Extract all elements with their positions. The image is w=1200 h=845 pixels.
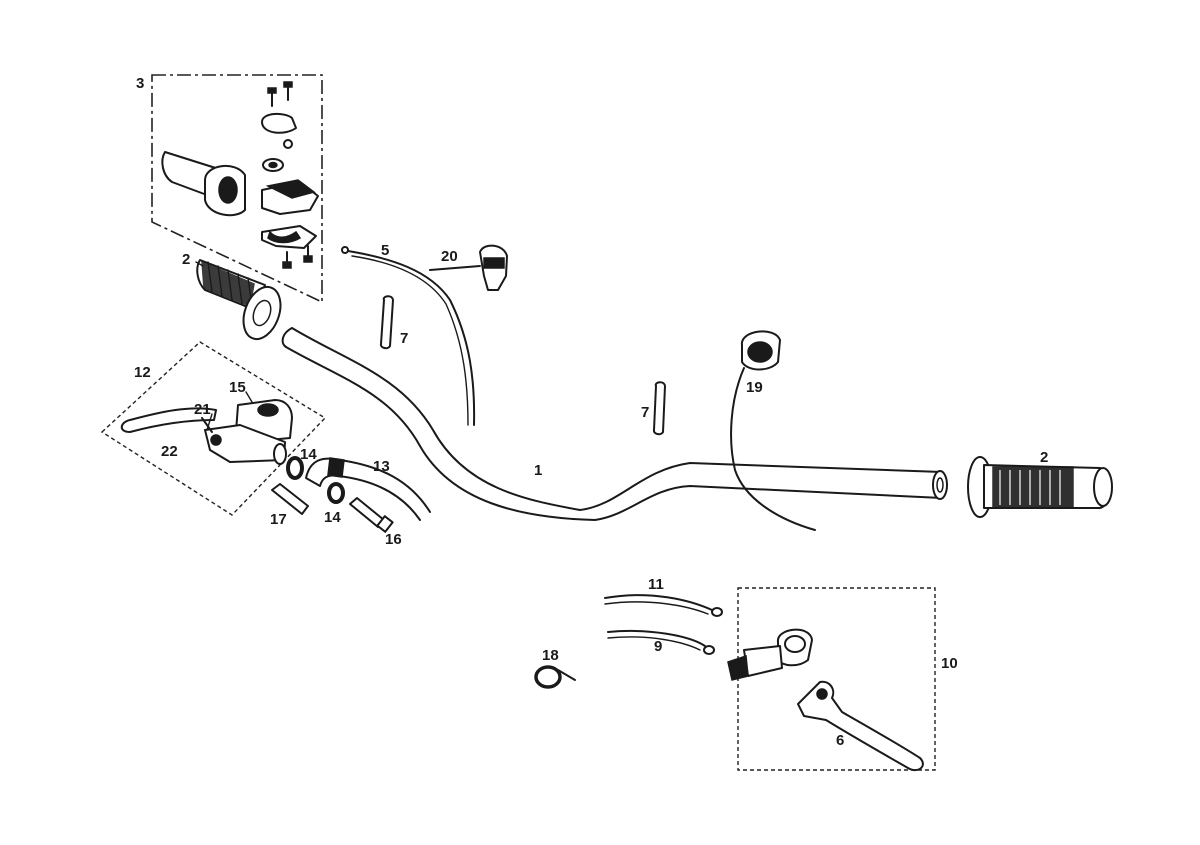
callout-7-right: 7 xyxy=(641,404,649,421)
handlebar-tube xyxy=(281,327,948,521)
cable-tie-7-right xyxy=(652,381,666,436)
callout-17: 17 xyxy=(270,511,287,528)
cable-11 xyxy=(604,594,723,617)
callout-3: 3 xyxy=(136,75,144,92)
callout-19: 19 xyxy=(746,379,763,396)
brake-hose-13 xyxy=(305,457,431,521)
leader-15 xyxy=(245,391,253,403)
throttle-assembly xyxy=(161,81,319,269)
master-cylinder-assembly-box xyxy=(100,341,327,516)
washer-14-lower xyxy=(327,482,345,504)
callout-1: 1 xyxy=(534,462,542,479)
cable-9 xyxy=(607,629,715,655)
brake-lever-22 xyxy=(120,407,217,433)
leader-21 xyxy=(206,413,213,431)
callout-6: 6 xyxy=(836,732,844,749)
banjo-bolt-16 xyxy=(349,497,394,533)
right-grip xyxy=(967,456,1113,518)
callout-22: 22 xyxy=(161,443,178,460)
callout-7-left: 7 xyxy=(400,330,408,347)
callout-21: 21 xyxy=(194,401,211,418)
switch-20 xyxy=(429,244,508,291)
cable-5 xyxy=(341,246,476,426)
leader-2-left xyxy=(195,261,204,267)
callout-13: 13 xyxy=(373,458,390,475)
callout-12: 12 xyxy=(134,364,151,381)
master-cylinder-15 xyxy=(204,399,293,465)
left-grip xyxy=(196,259,282,341)
callout-18: 18 xyxy=(542,647,559,664)
cable-tie-7-left xyxy=(379,295,394,350)
clutch-lever-6 xyxy=(797,680,924,772)
callout-2-right: 2 xyxy=(1040,449,1048,466)
callout-14-lower: 14 xyxy=(324,509,341,526)
callout-9: 9 xyxy=(654,638,662,655)
clutch-perch xyxy=(727,628,813,681)
bleed-nipple-17 xyxy=(271,483,309,515)
washer-14-upper xyxy=(286,456,304,480)
callout-10: 10 xyxy=(941,655,958,672)
throttle-assembly-box xyxy=(151,74,323,304)
callout-16: 16 xyxy=(385,531,402,548)
callout-20: 20 xyxy=(441,248,458,265)
callout-2-left: 2 xyxy=(182,251,190,268)
switch-19 xyxy=(730,330,816,531)
callout-11: 11 xyxy=(648,576,664,593)
callout-15: 15 xyxy=(229,379,246,396)
pivot-21 xyxy=(201,417,213,433)
spring-clip-18 xyxy=(534,665,576,689)
callout-14-upper: 14 xyxy=(300,446,317,463)
callout-5: 5 xyxy=(381,242,389,259)
